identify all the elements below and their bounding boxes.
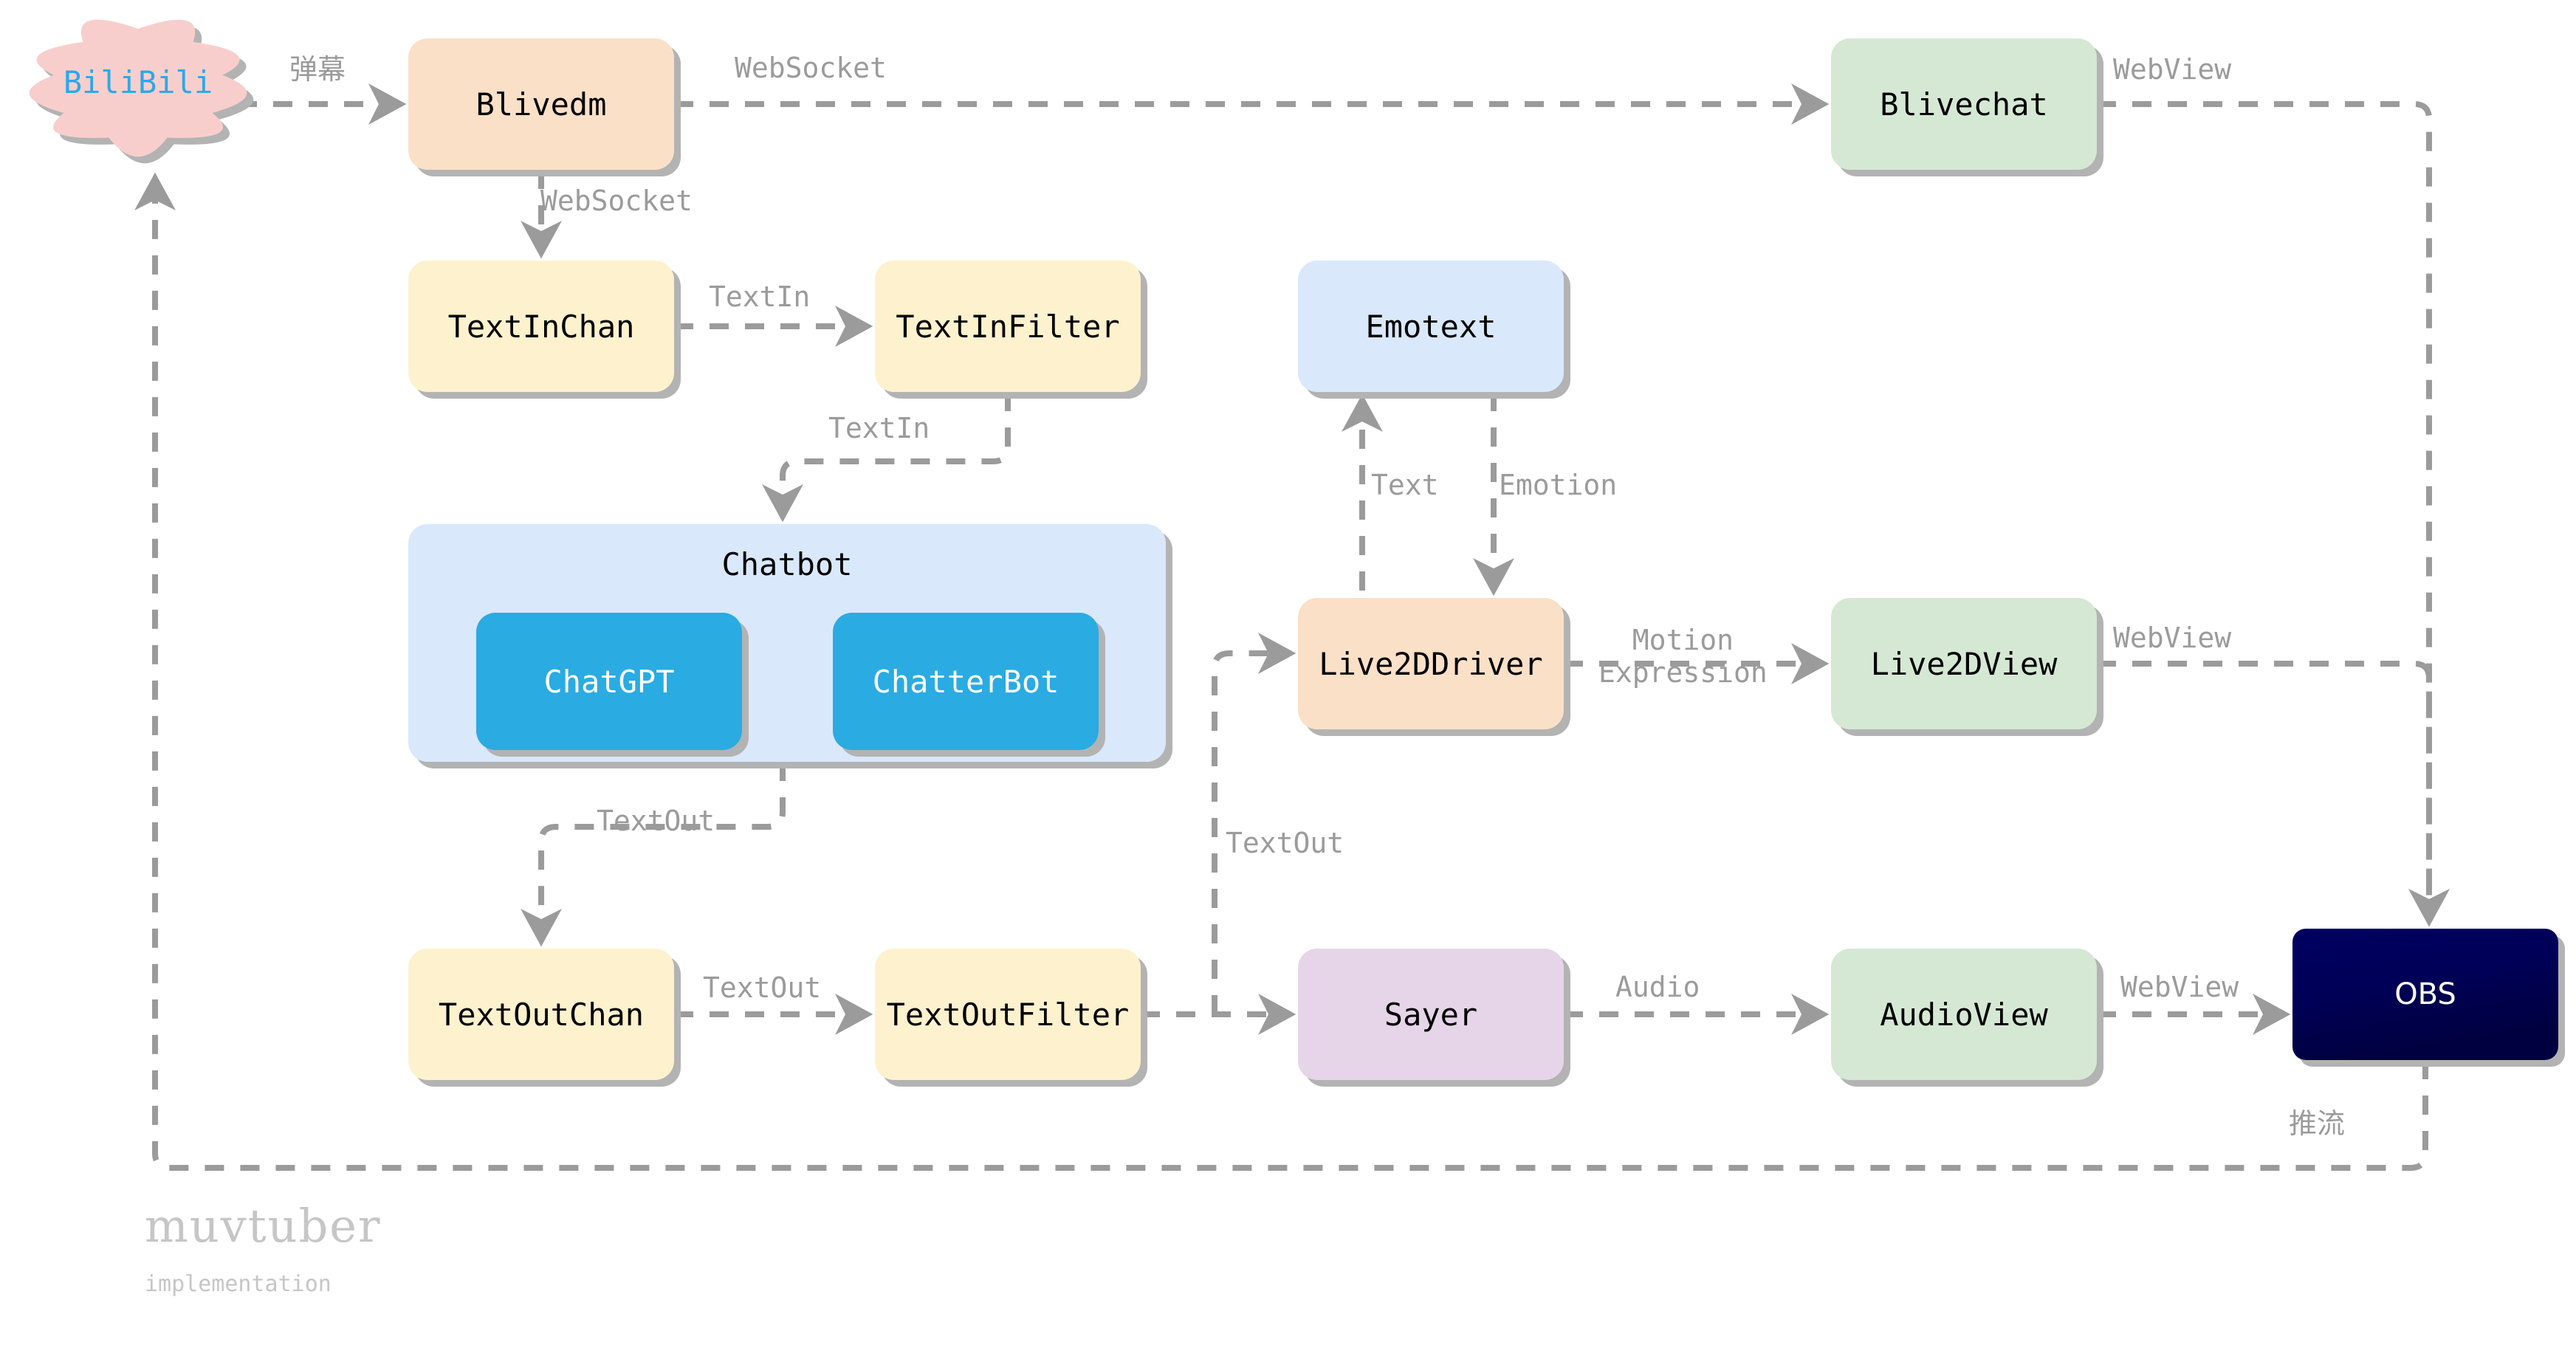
edge-label-line: TextOut [703, 971, 822, 1004]
edge-label-line: TextOut [1226, 827, 1344, 859]
edge-label-e4: TextIn [709, 281, 810, 313]
edge-label-line: WebView [2120, 971, 2239, 1003]
node-label-audioview: AudioView [1880, 996, 2048, 1033]
edge-label-line: TextOut [597, 805, 715, 837]
node-shape-textinchan [408, 261, 674, 392]
edge-label-e2: WebSocket [735, 52, 887, 84]
node-textinchan[interactable]: TextInChan [408, 261, 674, 392]
node-label-chatterbot: ChatterBot [872, 663, 1059, 700]
node-label-chatgpt: ChatGPT [543, 663, 675, 700]
node-label-live2ddriver: Live2DDriver [1319, 645, 1543, 682]
node-label-blivechat: Blivechat [1880, 86, 2048, 123]
node-shape-live2ddriver [1298, 598, 1564, 729]
edge-label-e7: Emotion [1499, 469, 1617, 501]
node-shape-textoutfilter [875, 949, 1141, 1080]
node-chatgpt[interactable]: ChatGPT [476, 613, 742, 750]
edge-label-line: TextIn [828, 412, 930, 444]
node-shape-blivedm [408, 38, 674, 170]
edge-label-line: 推流 [2289, 1107, 2346, 1140]
edge-e5 [762, 392, 1011, 523]
node-shape-audioview [1831, 949, 2097, 1080]
node-live2ddriver[interactable]: Live2DDriver [1298, 598, 1564, 729]
node-obs[interactable]: OBS [2292, 929, 2558, 1060]
node-textinfilter[interactable]: TextInFilter [875, 261, 1141, 392]
node-shape-obs [2292, 929, 2558, 1060]
edge-label-line: TextIn [709, 281, 811, 313]
node-shape-live2dview [1831, 598, 2097, 729]
edge-label-e17: 推流 [2289, 1107, 2345, 1140]
edge-label-e16: WebView [2113, 622, 2231, 654]
edge-label-line: Expression [1598, 656, 1768, 689]
edge-label-e6: Text [1371, 469, 1439, 501]
edge-label-e5: TextIn [828, 412, 930, 444]
edge-label-line: WebView [2113, 622, 2232, 654]
edge-e16 [2097, 661, 2450, 927]
node-label-live2dview: Live2DView [1870, 645, 2058, 682]
node-shape-emotext [1298, 261, 1564, 392]
edge-label-line: Text [1371, 469, 1439, 501]
node-textoutchan[interactable]: TextOutChan [408, 949, 674, 1080]
node-label-chatbot: Chatbot [721, 546, 853, 582]
edge-label-e9: TextOut [597, 805, 715, 837]
edge-label-line: WebSocket [540, 185, 693, 217]
edge-e17 [134, 172, 2428, 1171]
edge-label-e12: TextOut [1226, 827, 1344, 859]
node-audioview[interactable]: AudioView [1831, 949, 2097, 1080]
node-shape-textinfilter [875, 261, 1141, 392]
brand-subtitle: implementation [145, 1271, 332, 1297]
node-label-emotext: Emotext [1365, 308, 1497, 345]
node-textoutfilter[interactable]: TextOutFilter [875, 949, 1141, 1080]
node-blivedm[interactable]: Blivedm [408, 38, 674, 170]
node-live2dview[interactable]: Live2DView [1831, 598, 2097, 729]
edge-label-line: 弹幕 [289, 53, 346, 86]
edge-e15 [2097, 101, 2450, 927]
edge-label-line: WebSocket [735, 52, 887, 84]
node-label-textoutchan: TextOutChan [438, 996, 645, 1033]
node-label-obs: OBS [2394, 977, 2456, 1011]
edge-label-line: Audio [1615, 971, 1700, 1003]
edge-label-e3: WebSocket [540, 185, 693, 217]
node-label-bilibili: BiliBili [63, 64, 213, 100]
node-shape-blivechat [1831, 38, 2097, 170]
edge-label-e1: 弹幕 [289, 53, 346, 86]
node-label-sayer: Sayer [1384, 996, 1478, 1033]
node-shape-sayer [1298, 949, 1564, 1080]
edge-e12 [1212, 633, 1296, 1014]
edge-e9 [521, 762, 786, 947]
edge-label-line: Emotion [1499, 469, 1618, 501]
node-shape-chatterbot [833, 613, 1099, 750]
node-label-textinchan: TextInChan [447, 308, 635, 345]
edge-label-e14: WebView [2120, 971, 2239, 1003]
node-blivechat[interactable]: Blivechat [1831, 38, 2097, 170]
edge-label-line: Motion [1632, 624, 1734, 656]
node-shape-bilibili [29, 19, 247, 157]
node-chatterbot[interactable]: ChatterBot [833, 613, 1099, 750]
node-label-blivedm: Blivedm [475, 86, 607, 123]
node-shape-textoutchan [408, 949, 674, 1080]
node-sayer[interactable]: Sayer [1298, 949, 1564, 1080]
edge-label-e15: WebView [2113, 53, 2231, 86]
brand-title: muvtuber [145, 1199, 382, 1253]
node-shape-chatgpt [476, 613, 742, 750]
node-label-textoutfilter: TextOutFilter [886, 996, 1130, 1033]
node-emotext[interactable]: Emotext [1298, 261, 1564, 392]
edge-label-line: WebView [2113, 53, 2232, 86]
edge-label-e13: Audio [1615, 971, 1700, 1003]
edge-label-e10: TextOut [703, 971, 821, 1004]
node-bilibili[interactable]: BiliBili [31, 64, 245, 204]
node-label-textinfilter: TextInFilter [896, 308, 1120, 345]
